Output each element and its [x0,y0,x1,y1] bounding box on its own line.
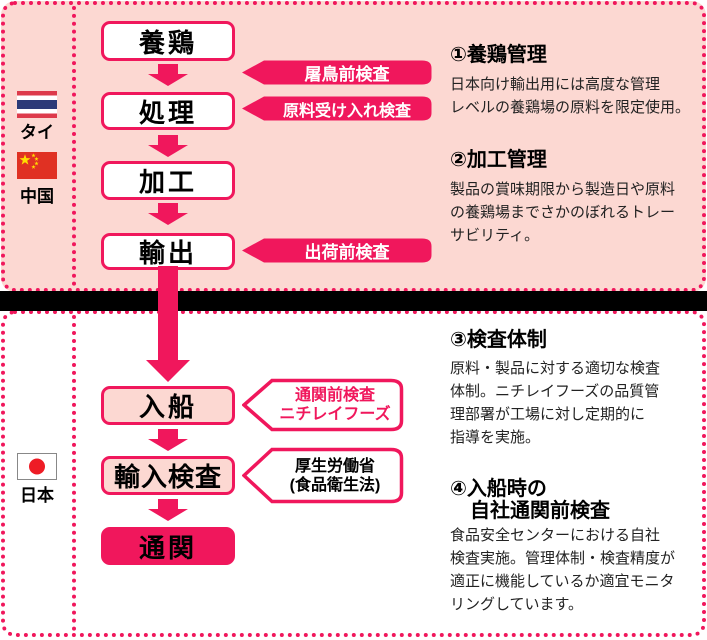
left-arrow-outline-badge-shape [242,378,404,432]
inspection-badge-label: 屠鳥前検査 [304,65,390,84]
thailand-flag-icon [17,91,57,118]
inspection-badge-pre-slaughter: 屠鳥前検査 [242,60,432,85]
note-body-1: 日本向け輸出用には高度な管理 レベルの養鶏場の原料を限定使用。 [450,76,691,116]
step-box-yokei: 養鶏 [101,21,235,61]
inspection-badge-mhlw: 厚生労働省 (食品衛生法) [242,447,404,504]
left-arrow-badge-shape [242,238,432,263]
left-arrow-badge-shape [242,60,432,85]
japan-country-separator [72,315,76,631]
japan-label: 日本 [20,486,54,505]
note-body-3: 原料・製品に対する適切な検査 体制。ニチレイフーズの品質管 理部署が工場に対し定… [450,360,661,446]
arrow-down-icon [148,429,188,451]
arrow-down-icon [148,499,188,521]
inspection-badge-pre-customs: 通関前検査 ニチレイフーズ [242,378,404,432]
big-arrow-shaft [158,266,178,361]
inspection-badge-label: 通関前検査 ニチレイフーズ [279,387,391,423]
arrow-down-icon [148,203,188,225]
japan-flag-icon [17,453,57,480]
step-box-tsukan: 通関 [101,527,235,565]
step-box-yunyu-kensa: 輸入検査 [101,456,235,495]
china-flag-icon [17,152,57,179]
inspection-badge-pre-shipment: 出荷前検査 [242,238,432,263]
big-arrow-head-icon [146,360,190,382]
step-box-yushutsu: 輸出 [101,233,235,270]
inspection-badge-label: 原料受け入れ検査 [282,102,411,120]
note-heading-2: ②加工管理 [450,149,547,171]
thailand-label: タイ [20,123,54,142]
note-heading-1: ①養鶏管理 [450,44,547,66]
arrow-down-icon [148,64,188,86]
step-box-kako: 加工 [101,161,235,200]
inspection-badge-label: 厚生労働省 (食品衛生法) [289,457,381,494]
inspection-badge-label: 出荷前検査 [304,243,390,262]
note-heading-3: ③検査体制 [450,329,547,351]
left-arrow-badge-shape [242,96,432,121]
step-box-shori: 処理 [101,92,235,130]
left-arrow-outline-badge-shape [242,447,404,504]
note-body-2: 製品の賞味期限から製造日や原料 の養鶏場までさかのぼれるトレー サビリティ。 [450,181,676,244]
note-heading-4: ④入船時の 自社通関前検査 [450,478,610,522]
step-box-nyusen: 入船 [101,386,235,425]
note-body-4: 食品安全センターにおける自社 検査実施。管理体制・検査精度が 適正に機能している… [450,527,676,613]
origin-country-separator [72,6,76,286]
section-divider-bar [0,291,707,311]
china-label: 中国 [20,187,54,206]
arrow-down-icon [148,135,188,157]
inspection-badge-raw-material: 原料受け入れ検査 [242,96,432,121]
